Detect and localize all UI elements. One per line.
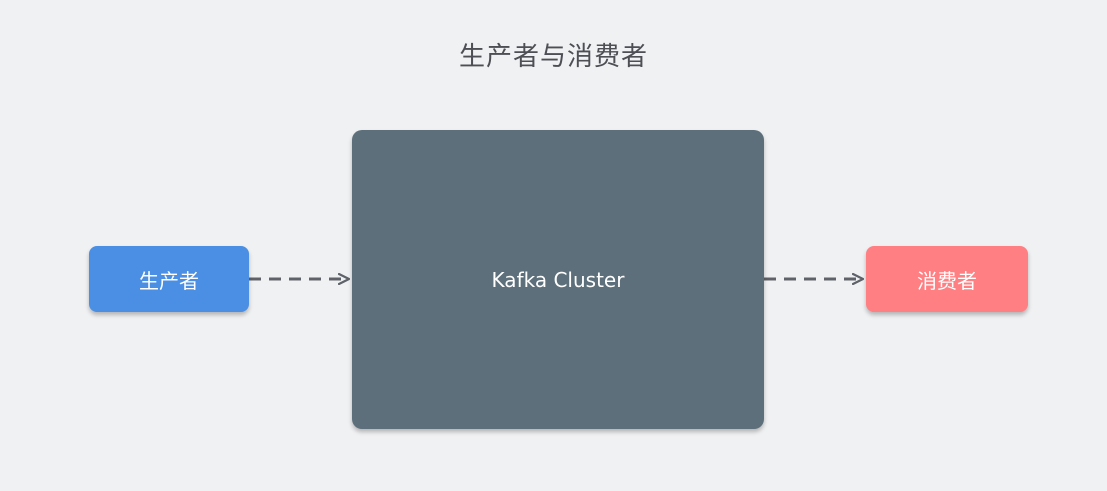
producer-node: 生产者 [89, 246, 249, 312]
kafka-cluster-label: Kafka Cluster [491, 267, 625, 292]
consumer-label: 消费者 [917, 268, 977, 293]
consumer-node: 消费者 [866, 246, 1028, 312]
diagram-title: 生产者与消费者 [458, 42, 648, 72]
producer-label: 生产者 [139, 268, 199, 293]
kafka-cluster-node: Kafka Cluster [352, 130, 764, 429]
